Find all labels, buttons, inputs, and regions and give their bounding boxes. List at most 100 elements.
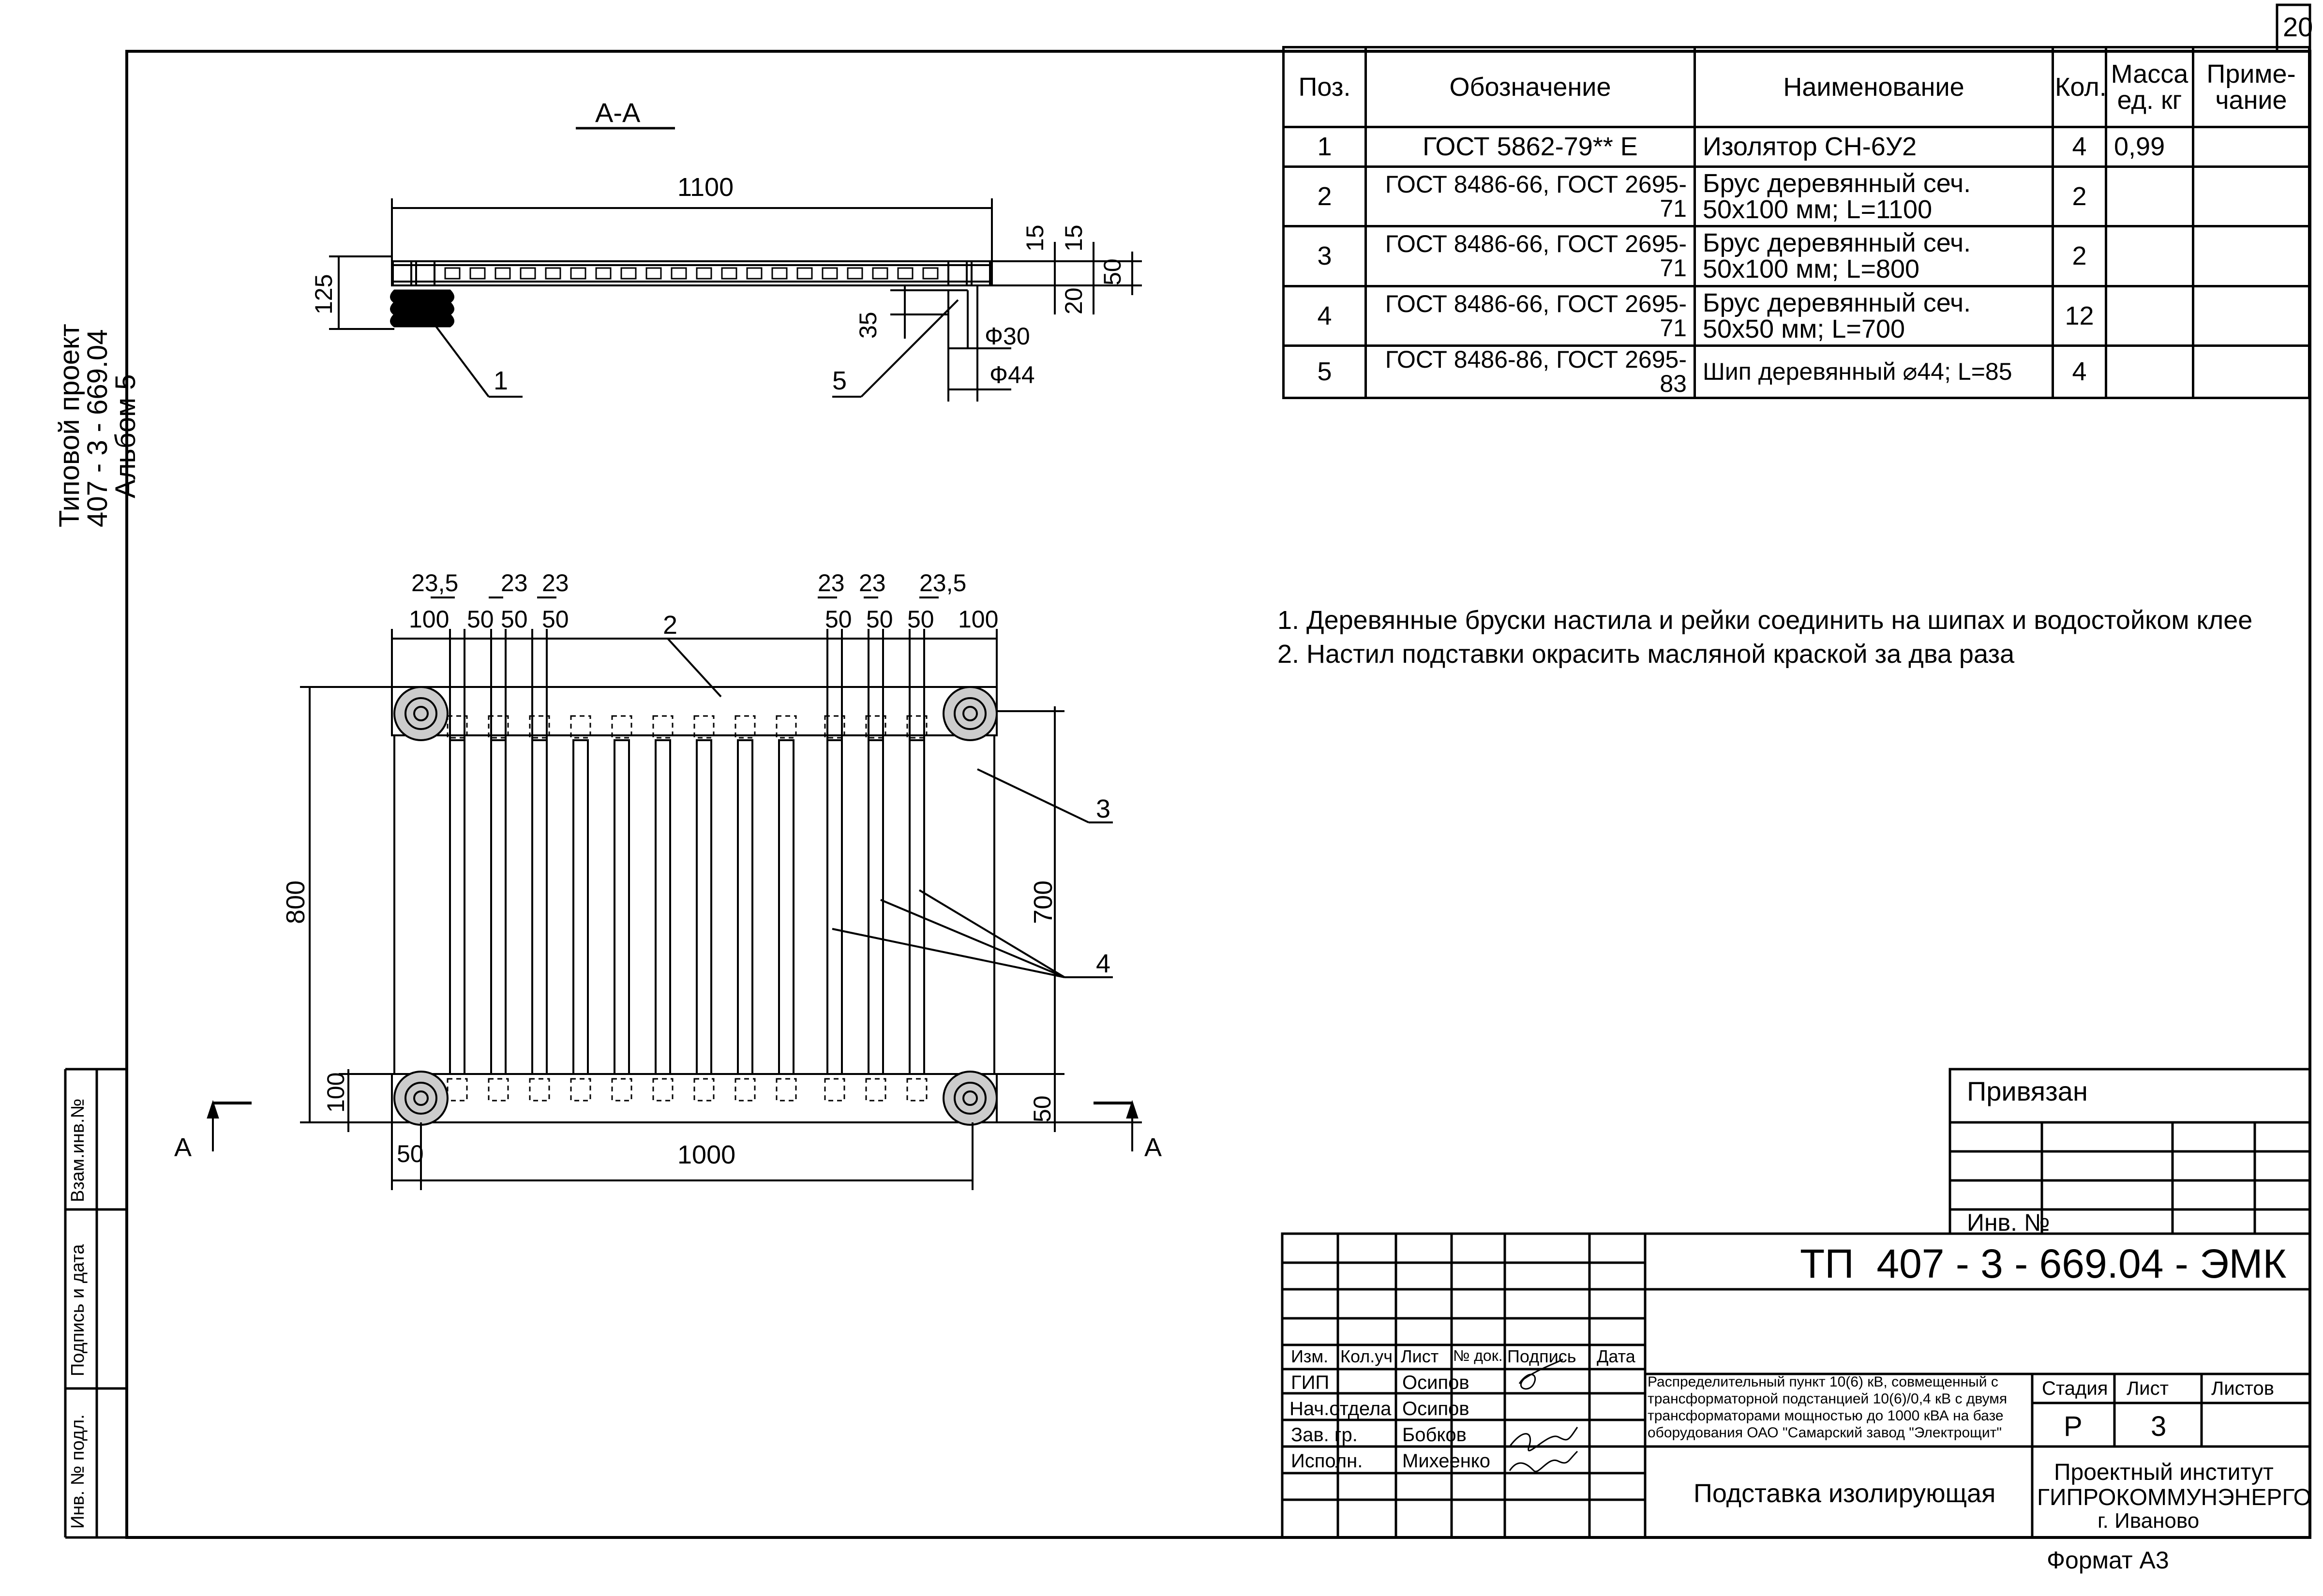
col-data: Дата [1597,1346,1635,1366]
plan-dim-l8: 100 [958,606,999,633]
col-doc: № док. [1453,1347,1503,1364]
plan-slat [490,739,507,1075]
callout-4: 4 [1096,949,1111,978]
plan-dim-l2: 50 [467,606,494,633]
plan-slat [909,739,925,1075]
project-desc-4: оборудования ОАО "Самарский завод "Элект… [1648,1425,2002,1441]
hidden-slat-end [529,1078,550,1102]
project-desc-2: трансформаторной подстанцией 10(6)/0,4 к… [1648,1391,2008,1407]
plan-dim-u5: 23 [859,569,886,597]
section-slat [520,267,536,280]
section-slat [696,267,712,280]
hidden-slat-end [529,715,550,739]
col-list: Лист [1401,1346,1439,1366]
plan-slat [778,739,794,1075]
project-desc-1: Распределительный пункт 10(6) кВ, совмещ… [1648,1374,1998,1390]
col-note: Приме- чание [2192,46,2310,128]
hidden-slat-end [776,1078,797,1102]
hidden-slat-end [447,715,468,739]
col-podpis: Подпись [1507,1346,1576,1366]
plan-slat [572,739,589,1075]
section-slat [847,267,863,280]
org-line1: Проектный институт [2054,1460,2274,1485]
plan-dim-l4: 50 [542,606,569,633]
hidden-slat-end [865,1078,886,1102]
hidden-slat-end [734,715,756,739]
hidden-slat-end [734,1078,756,1102]
section-slat [771,267,788,280]
role-2: Нач.отдела [1289,1398,1392,1419]
plan-slat [655,739,671,1075]
section-slat [545,267,561,280]
section-slat [671,267,687,280]
note-1: 1. Деревянные бруски настила и рейки сое… [1277,606,2253,635]
stamp-label-1: Взам.инв.№ [68,1098,88,1202]
plan-dim-l6: 50 [866,606,893,633]
dim-125: 125 [310,274,337,314]
section-slat [469,267,486,280]
note-2: 2. Настил подставки окрасить масляной кр… [1277,640,2015,669]
dim-phi30: Ф30 [985,323,1030,350]
section-label: А-А [595,97,641,128]
section-slat [922,267,939,280]
hidden-slat-end [693,715,715,739]
callout-5: 5 [832,366,847,395]
plan-dim-u3: 23 [542,569,569,597]
col-koluch: Кол.уч [1340,1346,1393,1366]
plan-dim-l1: 100 [409,606,450,633]
hidden-slat-end [824,715,845,739]
role-3-name: Бобков [1402,1424,1467,1446]
col-name: Наименование [1694,46,2054,128]
stamp-label-3: Инв. № подл. [68,1414,88,1529]
table-row: 1 ГОСТ 5862-79** Е Изолятор СН-6У2 4 0,9… [1282,125,2310,168]
hidden-slat-end [447,1078,468,1102]
sheets-label: Листов [2211,1378,2274,1399]
dim-15a: 15 [1021,224,1049,252]
project-line1: Типовой проект [54,324,85,527]
plan-dim-u4: 23 [818,569,845,597]
sheet-label: Лист [2127,1378,2169,1399]
section-slat [645,267,662,280]
sheet-number: 20 [2283,12,2313,42]
section-slat [897,267,914,280]
plan-dim-l3: 50 [501,606,528,633]
plan-dim-l7: 50 [907,606,934,633]
plan-slat [531,739,548,1075]
hidden-slat-end [488,1078,509,1102]
section-slat [444,267,461,280]
hidden-slat-end [693,1078,715,1102]
dim-50: 50 [1099,258,1126,285]
section-slat [495,267,511,280]
dim-35: 35 [854,312,882,339]
hidden-slat-end [906,715,928,739]
project-line2: 407 - 3 - 669.04 [82,329,113,527]
plan-dim-50-left: 50 [397,1140,424,1167]
section-mark-left: А [174,1133,192,1162]
drawing-title: Подставка изолирующая [1694,1479,1996,1508]
col-pos: Поз. [1282,46,1367,128]
hidden-slat-end [488,715,509,739]
stamp-label-2: Подпись и дата [68,1244,88,1376]
plan-slat [737,739,753,1075]
org-line2: ГИПРОКОММУНЭНЕРГО [2037,1485,2311,1510]
dim-20: 20 [1060,287,1087,314]
inv-no-label: Инв. № [1967,1209,2050,1236]
hidden-slat-end [570,1078,591,1102]
role-4-name: Михеенко [1402,1450,1490,1472]
plan-slat [826,739,843,1075]
plan-dim-l5: 50 [825,606,852,633]
table-row: 5 ГОСТ 8486-86, ГОСТ 2695-83 Шип деревян… [1282,344,2310,400]
plan-slat [449,739,465,1075]
plan-dim-u2: 23 [501,569,528,597]
spec-header-row: Поз. Обозначение Наименование Кол. Масса… [1282,46,2310,128]
plan-dim-700: 700 [1029,880,1058,924]
col-izm: Изм. [1291,1346,1329,1366]
hidden-slat-end [611,715,632,739]
stage-label: Стадия [2042,1378,2108,1399]
project-desc-3: трансформаторами мощностью до 1000 кВА н… [1648,1408,2004,1424]
hidden-slat-end [652,1078,674,1102]
plan-dim-u6: 23,5 [919,569,967,597]
section-slat [822,267,838,280]
privyazan-label: Привязан [1967,1076,2088,1106]
col-designation: Обозначение [1364,46,1696,128]
